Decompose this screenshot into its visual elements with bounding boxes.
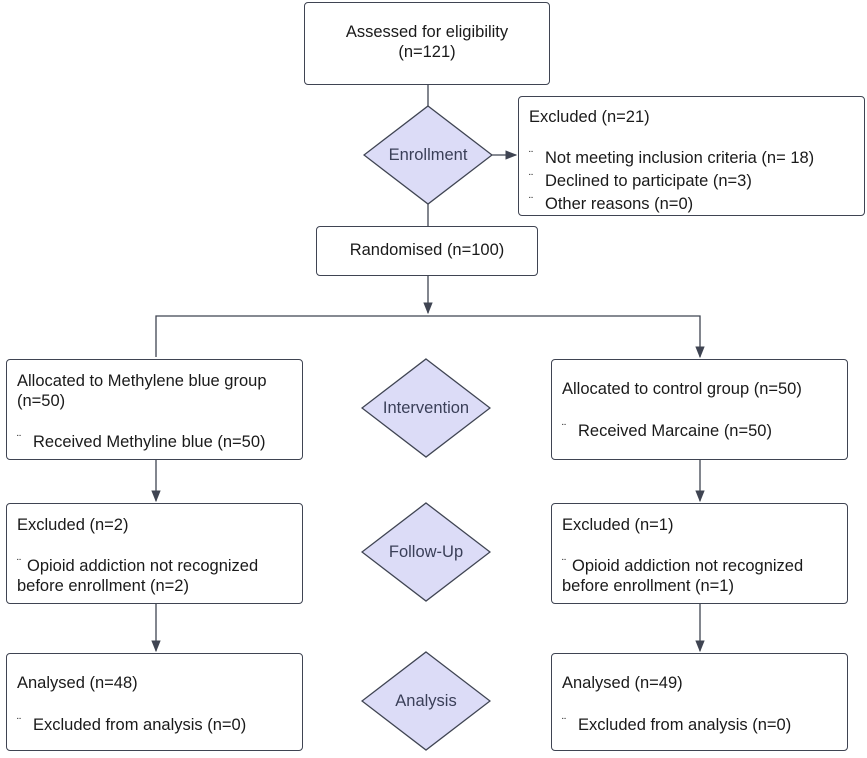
excluded-reason-item: ¨Other reasons (n=0) — [529, 191, 864, 214]
left-followup-item: ¨Opioid addiction not recognized — [17, 553, 302, 576]
right-allocation-item: ¨Received Marcaine (n=50) — [562, 418, 847, 441]
enrollment-diamond: Enrollment — [363, 105, 493, 205]
right-analysis-box: Analysed (n=49) ¨Excluded from analysis … — [551, 653, 848, 751]
bullet-icon: ¨ — [529, 171, 533, 185]
enrollment-label: Enrollment — [388, 145, 468, 164]
right-allocation-line1: Allocated to control group (n=50) — [562, 380, 802, 398]
right-followup-item-cont: before enrollment (n=1) — [562, 577, 734, 595]
analysis-label: Analysis — [395, 691, 457, 710]
assessed-line2: (n=121) — [398, 43, 456, 61]
excluded-enrollment-title: Excluded (n=21) — [529, 108, 650, 126]
assessed-box: Assessed for eligibility (n=121) — [304, 2, 550, 85]
randomised-label: Randomised (n=100) — [349, 241, 505, 259]
left-followup-title: Excluded (n=2) — [17, 516, 129, 534]
left-analysis-box: Analysed (n=48) ¨Excluded from analysis … — [6, 653, 303, 751]
right-followup-item: ¨Opioid addiction not recognized — [562, 553, 847, 576]
left-allocation-box: Allocated to Methylene blue group (n=50)… — [6, 359, 303, 460]
bullet-icon: ¨ — [562, 421, 566, 435]
bullet-icon: ¨ — [529, 194, 533, 208]
excluded-reason-item: ¨Not meeting inclusion criteria (n= 18) — [529, 145, 864, 168]
left-allocation-line2: (n=50) — [17, 392, 66, 410]
left-analysis-item: ¨Excluded from analysis (n=0) — [17, 712, 302, 735]
bullet-icon: ¨ — [529, 148, 533, 162]
right-analysis-title: Analysed (n=49) — [562, 674, 683, 692]
intervention-label: Intervention — [382, 398, 470, 417]
bullet-icon: ¨ — [17, 556, 21, 570]
left-allocation-item: ¨Received Methyline blue (n=50) — [17, 429, 302, 452]
right-followup-title: Excluded (n=1) — [562, 516, 674, 534]
bullet-icon: ¨ — [17, 715, 21, 729]
bullet-icon: ¨ — [562, 556, 566, 570]
left-followup-box: Excluded (n=2) ¨Opioid addiction not rec… — [6, 503, 303, 604]
branch-line — [155, 315, 705, 359]
excluded-enrollment-box: Excluded (n=21) ¨Not meeting inclusion c… — [518, 96, 865, 216]
left-followup-item-cont: before enrollment (n=2) — [17, 577, 189, 595]
follow-up-diamond: Follow-Up — [361, 502, 491, 602]
left-analysis-title: Analysed (n=48) — [17, 674, 138, 692]
right-analysis-item: ¨Excluded from analysis (n=0) — [562, 712, 847, 735]
left-allocation-line1: Allocated to Methylene blue group — [17, 372, 267, 390]
intervention-diamond: Intervention — [361, 358, 491, 458]
assessed-line1: Assessed for eligibility — [345, 23, 509, 41]
excluded-reason-item: ¨Declined to participate (n=3) — [529, 168, 864, 191]
right-followup-box: Excluded (n=1) ¨Opioid addiction not rec… — [551, 503, 848, 604]
follow-up-label: Follow-Up — [388, 542, 464, 561]
analysis-diamond: Analysis — [361, 651, 491, 751]
randomised-box: Randomised (n=100) — [316, 226, 538, 276]
bullet-icon: ¨ — [562, 715, 566, 729]
bullet-icon: ¨ — [17, 432, 21, 446]
right-allocation-box: Allocated to control group (n=50) ¨Recei… — [551, 359, 848, 460]
